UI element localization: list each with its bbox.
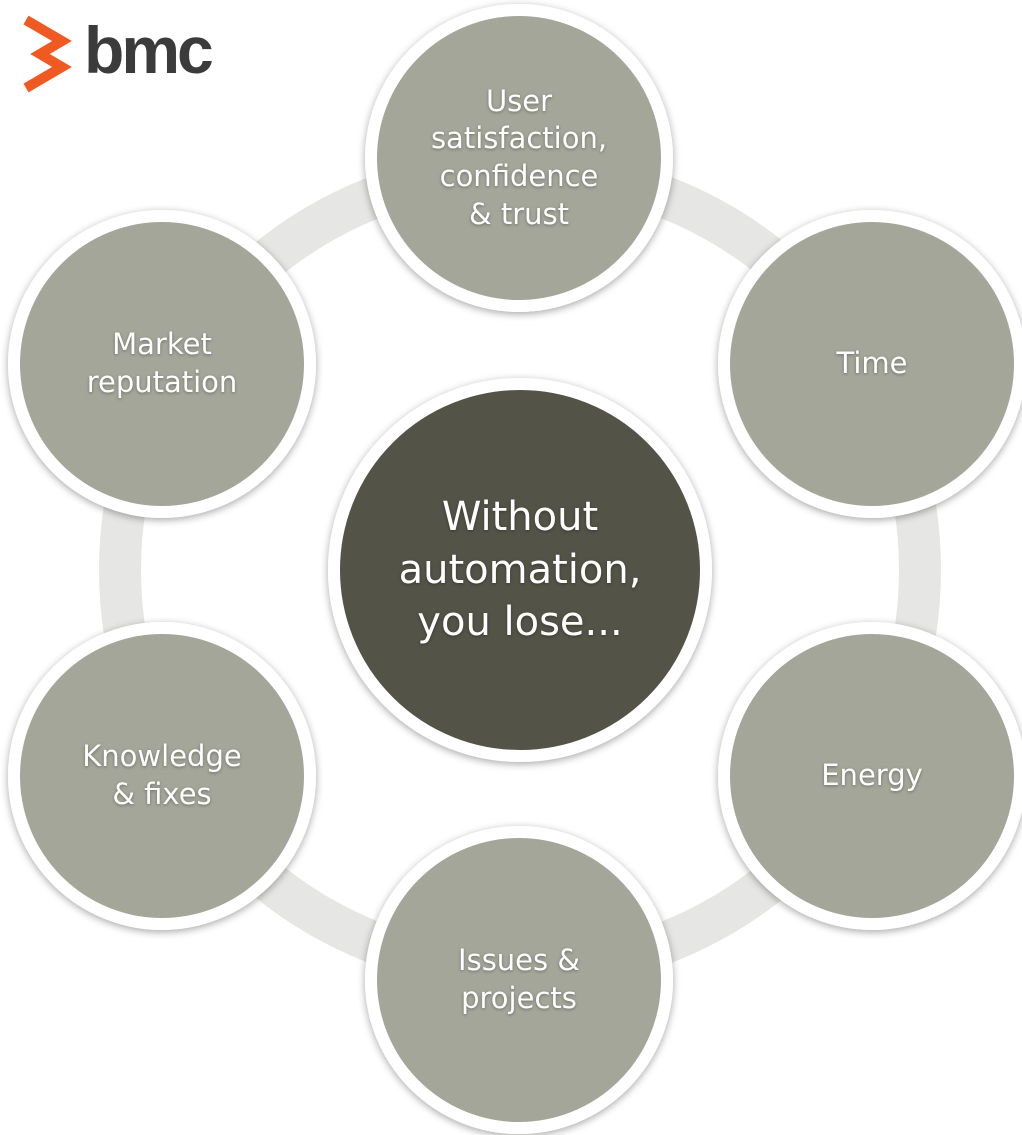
node-circle-user-satisfaction bbox=[365, 4, 673, 312]
node-label-issues-projects: Issues & projects bbox=[458, 943, 580, 1015]
bmc-chevron-icon bbox=[23, 15, 72, 93]
node-label-knowledge-fixes: Knowledge & fixes bbox=[82, 739, 242, 811]
node-label-market-reputation: Market reputation bbox=[86, 327, 238, 399]
node-circle-market-reputation bbox=[8, 210, 316, 518]
node-label-time: Time bbox=[836, 346, 908, 381]
bmc-wordmark: bmc bbox=[84, 13, 214, 87]
node-circle-time bbox=[718, 210, 1022, 518]
center-node-circle bbox=[328, 378, 712, 762]
node-label-energy: Energy bbox=[821, 758, 923, 793]
node-circle-energy bbox=[718, 622, 1022, 930]
bmc-logo: bmc bbox=[18, 13, 214, 94]
node-circle-knowledge-fixes bbox=[8, 622, 316, 930]
node-circle-issues-projects bbox=[365, 826, 673, 1134]
node-label-user-satisfaction: User satisfaction, confidence & trust bbox=[430, 83, 608, 231]
center-node-label: Without automation, you lose... bbox=[398, 493, 642, 646]
